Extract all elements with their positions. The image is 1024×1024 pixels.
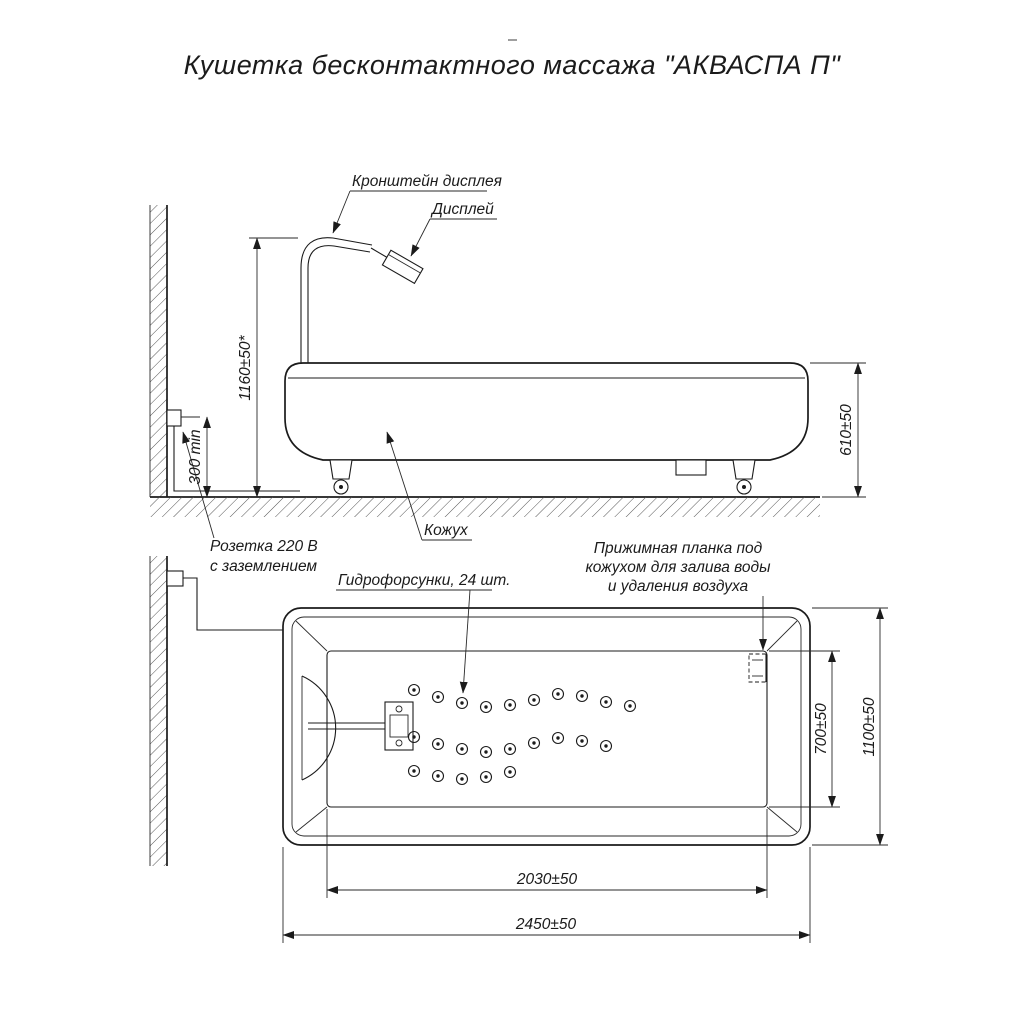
svg-text:1160±50*: 1160±50*	[237, 334, 254, 400]
wall-hatch	[150, 205, 167, 497]
hydro-nozzles	[407, 683, 637, 786]
clamp-strip-detail	[748, 653, 767, 683]
dim-height-total: 1160±50*	[237, 237, 298, 498]
dim-socket-height: 300 min	[181, 416, 211, 498]
side-view: Кронштейн дисплея Дисплей Кожух Розетка …	[149, 173, 866, 575]
plug-plan	[166, 570, 184, 587]
display	[381, 249, 424, 285]
dim-body-height: 610±50	[810, 362, 866, 498]
couch-body	[284, 362, 809, 495]
label-cover: Кожух	[424, 522, 469, 539]
label-nozzles: Гидрофорсунки, 24 шт.	[338, 572, 510, 589]
page-title: Кушетка бесконтактного массажа "АКВАСПА …	[184, 50, 842, 80]
tub-outline	[282, 607, 811, 846]
label-socket-2: с заземлением	[210, 558, 317, 575]
dim-overall-length: 2450±50	[282, 847, 811, 943]
label-display: Дисплей	[430, 201, 494, 218]
label-socket-1: Розетка 220 В	[210, 538, 318, 555]
svg-text:300 min: 300 min	[187, 429, 204, 484]
label-clamp-2: кожухом для залива воды	[585, 559, 771, 576]
wall-hatch-plan	[150, 556, 167, 866]
svg-text:610±50: 610±50	[838, 404, 855, 456]
svg-text:1100±50: 1100±50	[861, 697, 878, 756]
display-arm	[300, 237, 424, 363]
nozzle-carriage	[301, 675, 414, 781]
svg-text:2030±50: 2030±50	[516, 871, 578, 888]
dim-basin-width: 700±50	[769, 650, 840, 808]
svg-text:700±50: 700±50	[813, 703, 830, 755]
dim-overall-width: 1100±50	[812, 607, 888, 846]
dim-basin-length: 2030±50	[326, 809, 768, 898]
floor-hatch	[150, 497, 820, 517]
plan-view: Гидрофорсунки, 24 шт. Прижимная планка п…	[149, 540, 888, 943]
svg-text:2450±50: 2450±50	[515, 916, 577, 933]
label-clamp-1: Прижимная планка под	[594, 540, 763, 557]
label-display-bracket: Кронштейн дисплея	[352, 173, 502, 190]
label-clamp-3: и удаления воздуха	[608, 578, 749, 595]
